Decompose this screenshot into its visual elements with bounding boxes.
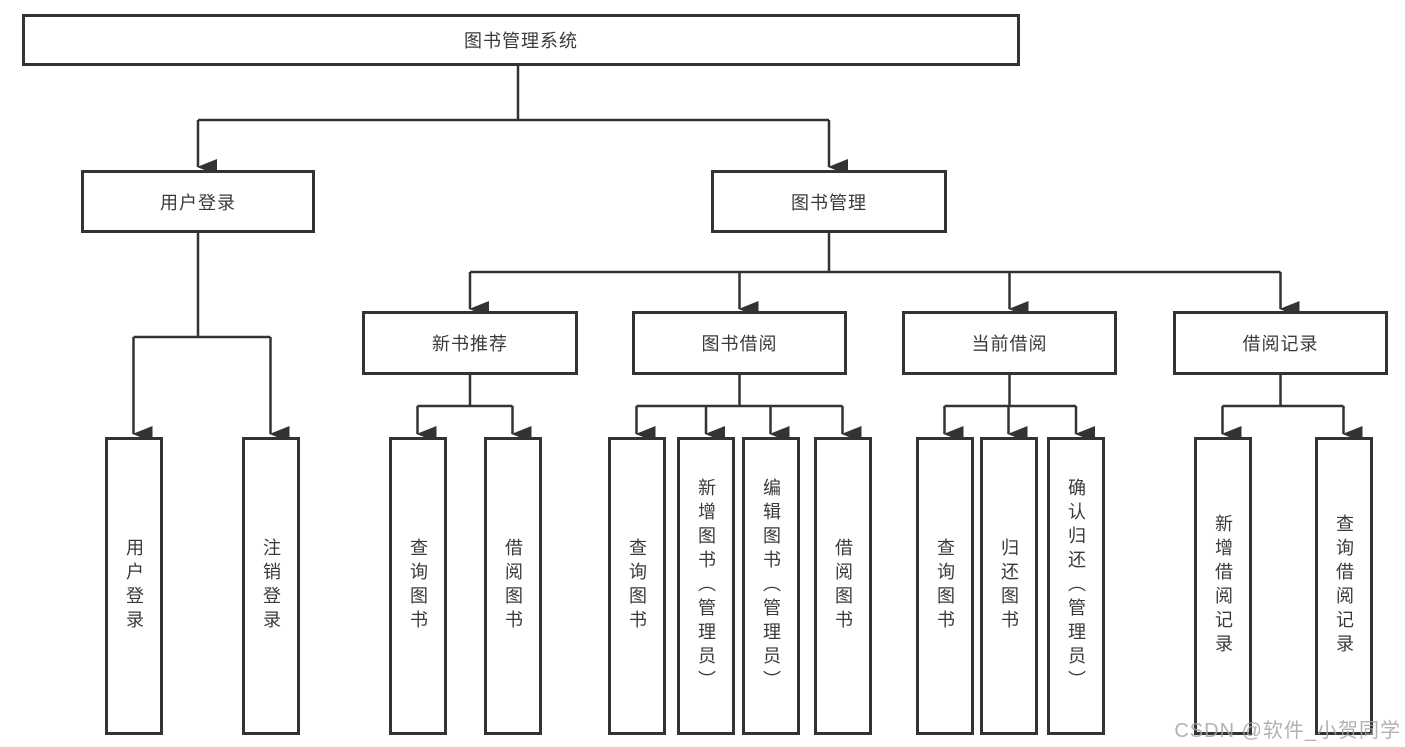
leaf-recommend-borrow-book: 借阅图书 [484,437,542,735]
leaf-borrow-query-book-label: 查询图书 [627,538,647,634]
node-book-management: 图书管理 [711,170,947,233]
node-user-login: 用户登录 [81,170,315,233]
leaf-confirm-return-admin: 确认归还（管理员） [1047,437,1105,735]
node-borrow-records-label: 借阅记录 [1242,334,1319,354]
connector-history-trunk [1222,375,1344,408]
connector-borrow-trunk [636,375,843,408]
node-root-library-system: 图书管理系统 [22,14,1020,66]
node-current-borrow: 当前借阅 [902,311,1117,375]
leaf-return-book: 归还图书 [980,437,1038,735]
leaf-logout: 注销登录 [242,437,300,735]
leaf-recommend-query-book: 查询图书 [389,437,447,735]
leaf-add-book-admin: 新增图书（管理员） [677,437,735,735]
connector-current-trunk [944,375,1076,408]
leaf-query-borrow-record: 查询借阅记录 [1315,437,1373,735]
node-current-borrow-label: 当前借阅 [971,334,1048,354]
leaf-add-borrow-record-label: 新增借阅记录 [1213,514,1233,658]
connector-recommend-trunk [417,375,513,408]
leaf-edit-book-admin: 编辑图书（管理员） [742,437,800,735]
node-new-book-recommend: 新书推荐 [362,311,578,375]
node-user-login-label: 用户登录 [160,192,236,213]
csdn-watermark: CSDN @软件_小贺同学 [1174,720,1401,742]
connector-login-trunk [133,233,271,339]
leaf-return-book-label: 归还图书 [999,538,1019,634]
leaf-query-borrow-record-label: 查询借阅记录 [1334,514,1354,658]
leaf-current-query-book: 查询图书 [916,437,974,735]
node-book-management-label: 图书管理 [791,192,867,213]
node-book-borrow-label: 图书借阅 [701,334,778,354]
leaf-recommend-borrow-book-label: 借阅图书 [503,538,523,634]
node-new-book-recommend-label: 新书推荐 [432,334,508,354]
leaf-add-borrow-record: 新增借阅记录 [1194,437,1252,735]
leaf-recommend-query-book-label: 查询图书 [408,538,428,634]
node-root-label: 图书管理系统 [464,31,578,51]
leaf-borrow-book-label: 借阅图书 [833,538,853,634]
leaf-borrow-book: 借阅图书 [814,437,872,735]
leaf-current-query-book-label: 查询图书 [935,538,955,634]
connector-root-trunk [198,66,829,122]
connector-bookmgmt-trunk [470,233,1281,274]
leaf-user-login: 用户登录 [105,437,163,735]
leaf-confirm-return-admin-label: 确认归还（管理员） [1066,478,1086,694]
leaf-user-login-label: 用户登录 [124,538,144,634]
leaf-borrow-query-book: 查询图书 [608,437,666,735]
leaf-logout-label: 注销登录 [261,538,281,634]
node-book-borrow: 图书借阅 [632,311,847,375]
node-borrow-records: 借阅记录 [1173,311,1388,375]
leaf-add-book-admin-label: 新增图书（管理员） [696,478,716,694]
leaf-edit-book-admin-label: 编辑图书（管理员） [761,478,781,694]
